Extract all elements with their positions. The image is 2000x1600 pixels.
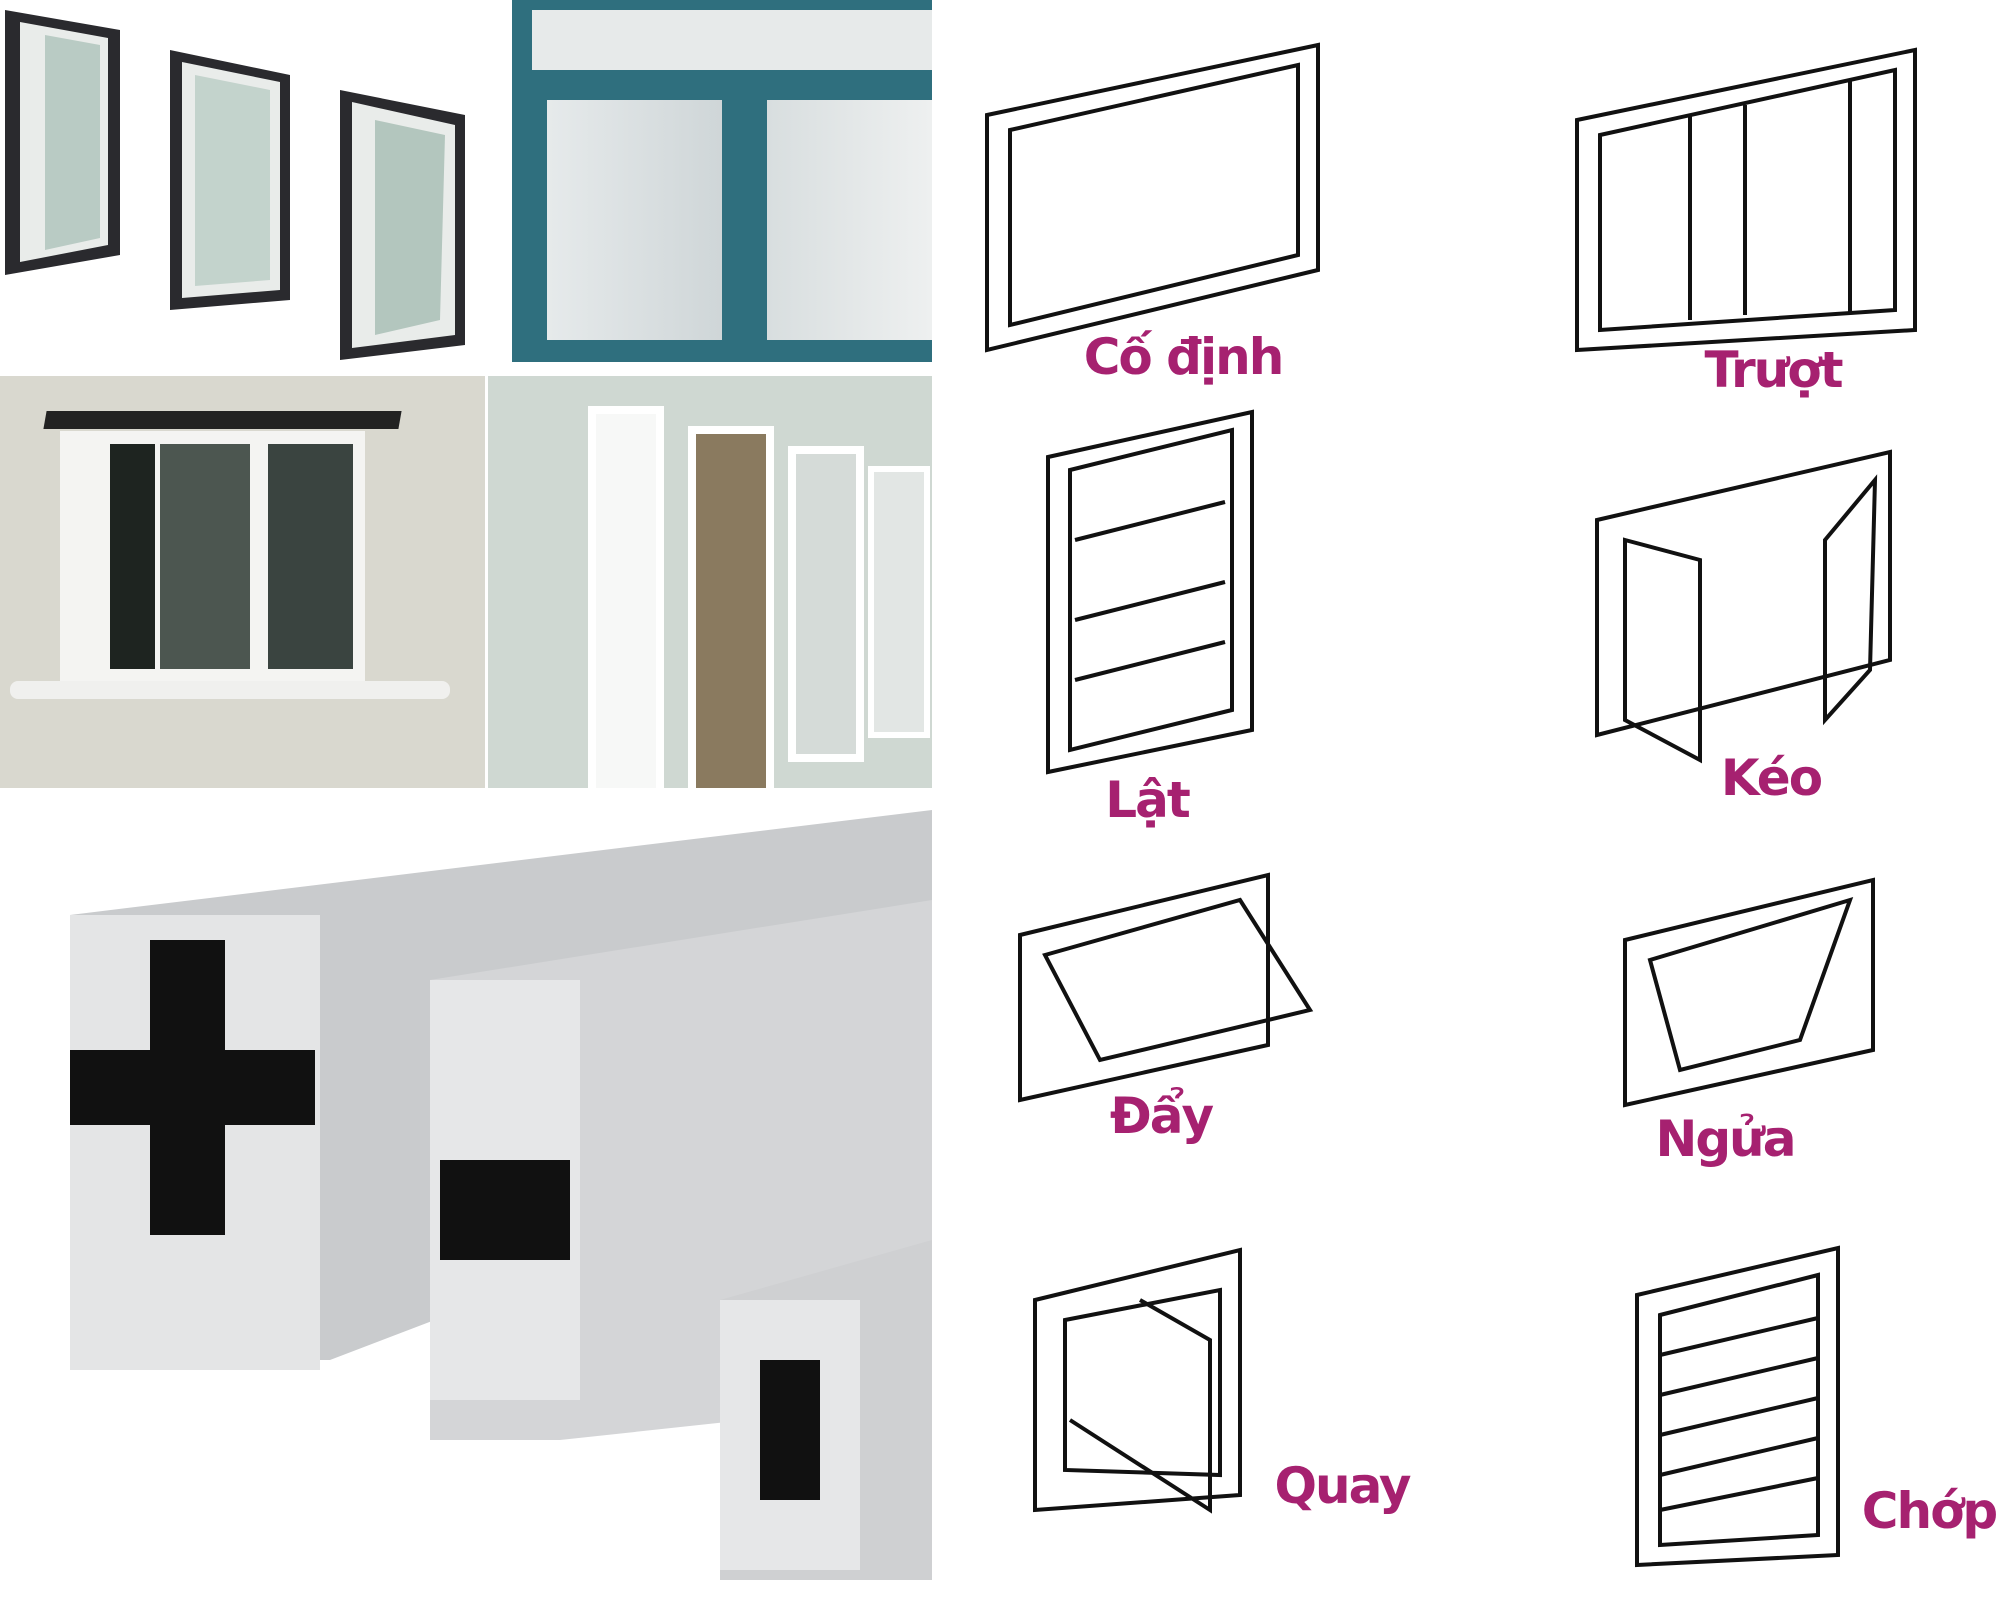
label-fixed: Cố định — [1083, 328, 1285, 386]
aluminum-profiles-illustration — [70, 810, 932, 1580]
casement-window-drawing — [1595, 449, 1892, 764]
label-pivot: Quay — [1274, 1457, 1412, 1515]
louver-window-drawing — [1635, 1245, 1840, 1568]
photo-bay-window — [0, 376, 485, 788]
label-awning: Đẩy — [1109, 1087, 1214, 1145]
tilt-turn-windows-illustration — [5, 10, 465, 360]
photo-folding-doors — [488, 376, 932, 788]
label-hopper: Ngửa — [1655, 1110, 1797, 1168]
hopper-window-drawing — [1623, 877, 1875, 1108]
fixed-window-drawing — [985, 42, 1320, 353]
photo-aluminum-profiles — [0, 800, 932, 1580]
awning-window-drawing — [1018, 872, 1314, 1103]
hung-window-drawing — [1046, 409, 1254, 775]
label-sliding: Trượt — [1704, 341, 1843, 399]
label-hung: Lật — [1105, 771, 1191, 829]
label-louver: Chớp — [1861, 1482, 1998, 1540]
pivot-window-drawing — [1033, 1247, 1242, 1514]
photo-blue-casement-window — [512, 0, 932, 362]
sliding-window-drawing — [1575, 47, 1917, 353]
label-casement: Kéo — [1720, 749, 1823, 807]
photo-tilt-turn-windows — [0, 0, 485, 362]
